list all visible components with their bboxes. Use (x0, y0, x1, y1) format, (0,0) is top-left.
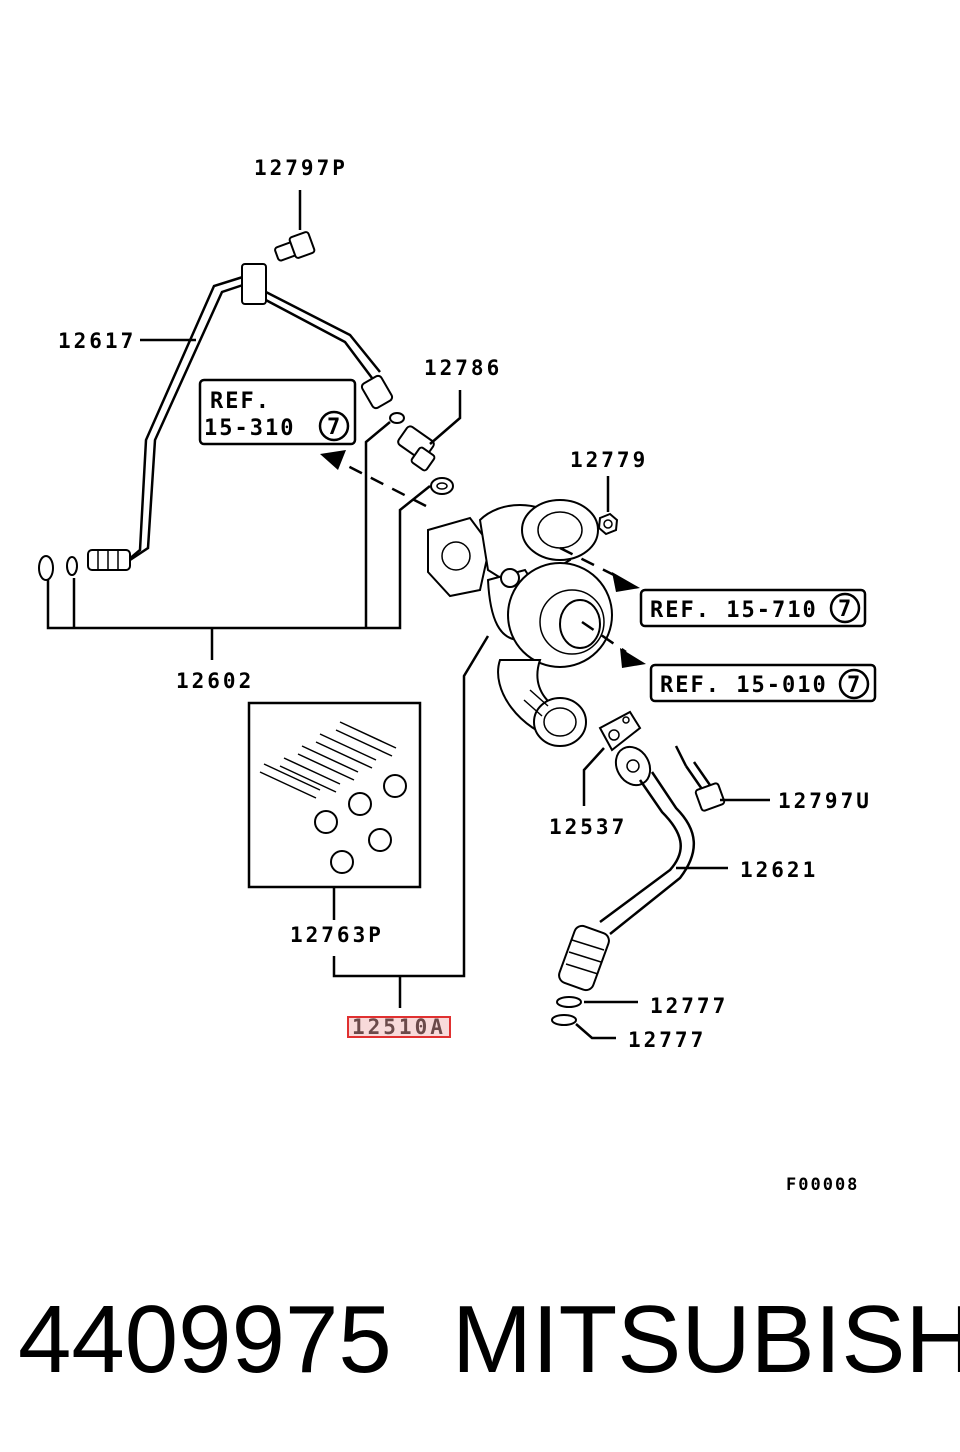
washer-mid (430, 477, 454, 495)
callout-12797p[interactable]: 12797P (254, 156, 348, 180)
oil-feed-pipe-12617 (87, 263, 394, 571)
callout-12763p[interactable]: 12763P (290, 923, 384, 947)
part-number: 4409975 (18, 1286, 392, 1393)
leader-lines (46, 338, 770, 1040)
ref-box-15-310[interactable]: REF. 15-310 7 (198, 378, 357, 446)
ref3-num: 7 (847, 673, 862, 698)
ref2-num: 7 (838, 597, 853, 622)
sensor-12786 (397, 425, 436, 472)
gasket-12537 (598, 710, 642, 752)
figure-code: F00008 (786, 1175, 859, 1195)
ref3-text: REF. 15-010 (660, 673, 828, 698)
turbocharger-12510a (427, 499, 613, 747)
callout-12537[interactable]: 12537 (549, 815, 627, 839)
ref1-line2: 15-310 (204, 416, 295, 441)
brand-name: MITSUBISHI (452, 1286, 960, 1393)
ref-arrows (320, 450, 646, 668)
callout-12779[interactable]: 12779 (570, 448, 648, 472)
nut-12779 (597, 512, 619, 536)
washer-left-1 (38, 555, 54, 581)
o-ring-12777-upper (556, 996, 582, 1008)
callout-12777-upper[interactable]: 12777 (650, 994, 728, 1018)
banjo-bolt-12797p (274, 190, 316, 262)
callout-12621[interactable]: 12621 (740, 858, 818, 882)
callout-12510a-highlight[interactable]: 12510A (347, 1015, 451, 1039)
o-ring-12777-lower (551, 1014, 577, 1026)
callout-12510a: 12510A (352, 1015, 446, 1039)
callout-12786[interactable]: 12786 (424, 356, 502, 380)
arrow-ref3 (620, 648, 646, 668)
washer-upper (389, 412, 405, 424)
ref2-text: REF. 15-710 (650, 598, 818, 623)
stud-kit-box-12763p (247, 701, 422, 889)
callout-12602[interactable]: 12602 (176, 669, 254, 693)
oil-return-pipe-12621 (558, 745, 695, 992)
callout-12777-lower[interactable]: 12777 (628, 1028, 706, 1052)
ref1-line1: REF. (210, 389, 271, 414)
callout-12617[interactable]: 12617 (58, 329, 136, 353)
callout-12797u[interactable]: 12797U (778, 789, 872, 813)
ref-box-15-710[interactable]: REF. 15-710 7 (639, 588, 867, 628)
arrow-ref2 (612, 572, 640, 592)
ref-box-15-010[interactable]: REF. 15-010 7 (649, 663, 877, 703)
ref1-num: 7 (327, 415, 342, 440)
highlight-box (347, 1016, 451, 1038)
bolt-12797u (684, 761, 726, 812)
washer-left-2 (66, 556, 78, 576)
arrow-ref1 (320, 450, 346, 470)
